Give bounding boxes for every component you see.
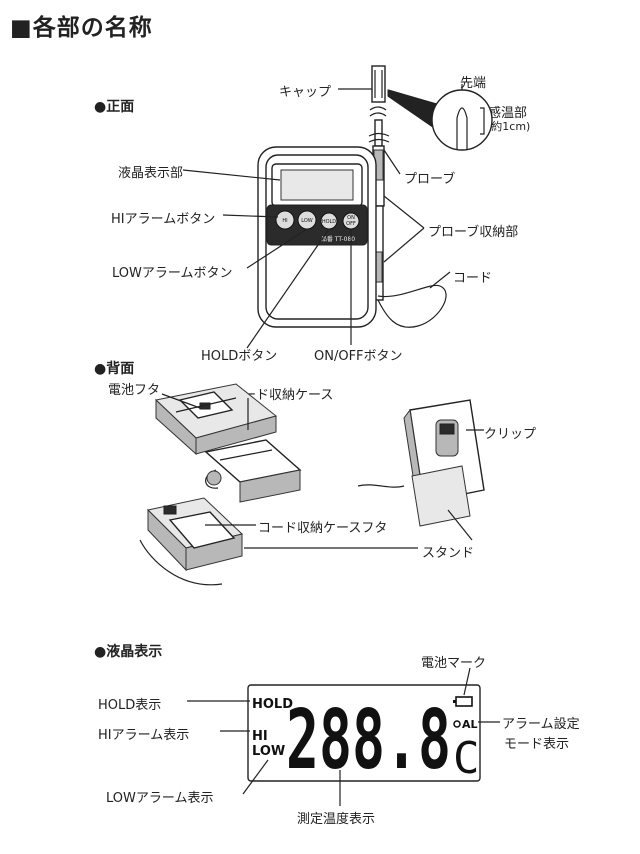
label-sensor-size: (約1cm)	[487, 120, 531, 133]
device-text-on: ON	[347, 215, 355, 221]
label-temp-display: 測定温度表示	[297, 812, 376, 827]
label-tip: 先端	[460, 76, 487, 91]
label-cord-case-cover: コード収納ケースフタ	[258, 521, 388, 536]
label-cap: キャップ	[279, 85, 332, 100]
section-front-heading: ●正面	[94, 99, 135, 115]
cord-case-cover	[168, 511, 236, 549]
tip-zoom-circle	[431, 89, 493, 151]
label-battery-cover: 電池フタ	[108, 383, 161, 398]
label-battery-mark: 電池マーク	[421, 656, 487, 671]
probe-cap	[371, 65, 386, 103]
lcd-battery-icon	[455, 696, 473, 707]
lcd-unit: C	[453, 733, 480, 784]
label-alarm-mode-2: モード表示	[504, 737, 570, 752]
back-views	[139, 383, 485, 586]
label-sensor: 感温部	[488, 106, 528, 121]
device-hi-button	[275, 210, 295, 230]
front-thermometer: HI LOW HOLD ON OFF 品番 TT-080	[182, 65, 493, 349]
page-title: ■各部の名称	[10, 15, 153, 41]
label-hold-button: HOLDボタン	[201, 349, 278, 364]
label-hi-display: HIアラーム表示	[98, 728, 190, 743]
stand	[411, 465, 471, 527]
device-text-off: OFF	[346, 221, 356, 227]
device-text-hold: HOLD	[322, 219, 336, 225]
label-hold-display: HOLD表示	[98, 698, 162, 713]
device-text-hi: HI	[282, 218, 287, 224]
section-back-heading: ●背面	[94, 361, 135, 377]
label-probe-storage: プローブ収納部	[428, 225, 519, 240]
label-cord: コード	[453, 271, 493, 286]
lcd-frame	[247, 684, 481, 782]
lcd-al: AL	[462, 718, 478, 731]
lcd-hold: HOLD	[252, 697, 293, 712]
label-lcd-area: 液晶表示部	[118, 166, 184, 181]
lcd-low: LOW	[252, 744, 285, 759]
lcd-panel: HOLD HI LOW 288.8 C AL	[187, 667, 500, 806]
device-text-low: LOW	[301, 218, 313, 224]
section-lcd-heading: ●液晶表示	[94, 644, 163, 660]
label-alarm-mode-1: アラーム設定	[502, 717, 580, 732]
device-model: 品番 TT-080	[321, 236, 355, 243]
lcd-hi: HI	[252, 729, 268, 744]
label-low-display: LOWアラーム表示	[106, 791, 214, 806]
label-clip: クリップ	[484, 427, 537, 442]
label-hi-button: HIアラームボタン	[111, 212, 216, 227]
label-low-button: LOWアラームボタン	[112, 266, 233, 281]
label-probe: プローブ	[404, 172, 456, 187]
front-cord	[377, 284, 447, 328]
lcd-digits: 288.8	[286, 693, 451, 788]
label-onoff-button: ON/OFFボタン	[314, 349, 403, 364]
label-stand: スタンド	[422, 546, 475, 561]
